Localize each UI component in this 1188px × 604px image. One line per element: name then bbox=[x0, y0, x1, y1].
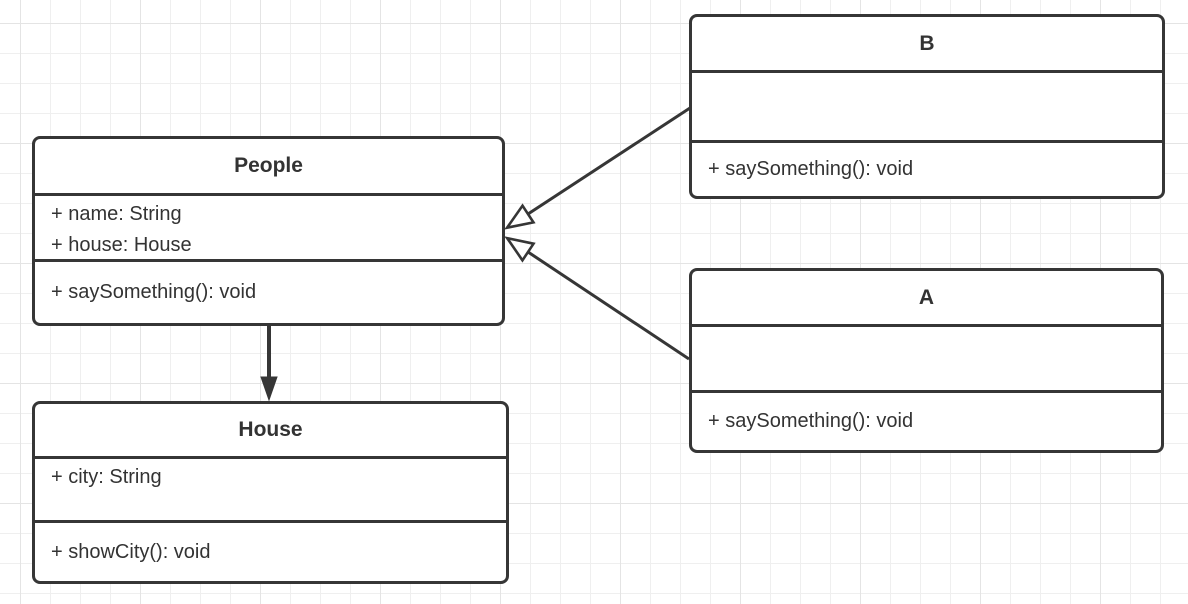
class-b-methods-section: + saySomething(): void bbox=[692, 143, 1162, 196]
class-b-title: B bbox=[692, 17, 1162, 73]
method-line: + saySomething(): void bbox=[51, 281, 257, 303]
class-people-title: People bbox=[35, 139, 502, 196]
method-line: + saySomething(): void bbox=[708, 158, 914, 180]
class-a-methods-section: + saySomething(): void bbox=[692, 393, 1161, 450]
inheritance-arrow-b-to-people[interactable] bbox=[528, 106, 691, 214]
class-b[interactable]: B + saySomething(): void bbox=[689, 14, 1165, 199]
method-line: + showCity(): void bbox=[51, 540, 211, 563]
class-house-title: House bbox=[35, 404, 506, 459]
class-a[interactable]: A + saySomething(): void bbox=[689, 268, 1164, 453]
class-people-attributes-section: + name: String + house: House bbox=[35, 196, 502, 262]
class-a-attributes-section bbox=[692, 327, 1161, 393]
class-people[interactable]: People + name: String + house: House + s… bbox=[32, 136, 505, 326]
method-line: + saySomething(): void bbox=[708, 410, 914, 432]
attribute-line: + house: House bbox=[51, 234, 192, 256]
class-people-methods-section: + saySomething(): void bbox=[35, 262, 502, 323]
class-b-attributes-section bbox=[692, 73, 1162, 143]
inheritance-arrow-a-to-people[interactable] bbox=[528, 252, 690, 361]
class-house-methods-section: + showCity(): void bbox=[35, 523, 506, 581]
attribute-line: + name: String bbox=[51, 203, 182, 225]
class-house-attributes-section: + city: String bbox=[35, 459, 506, 523]
class-a-title: A bbox=[692, 271, 1161, 327]
attribute-line: + city: String bbox=[51, 466, 162, 488]
class-house[interactable]: House + city: String + showCity(): void bbox=[32, 401, 509, 584]
